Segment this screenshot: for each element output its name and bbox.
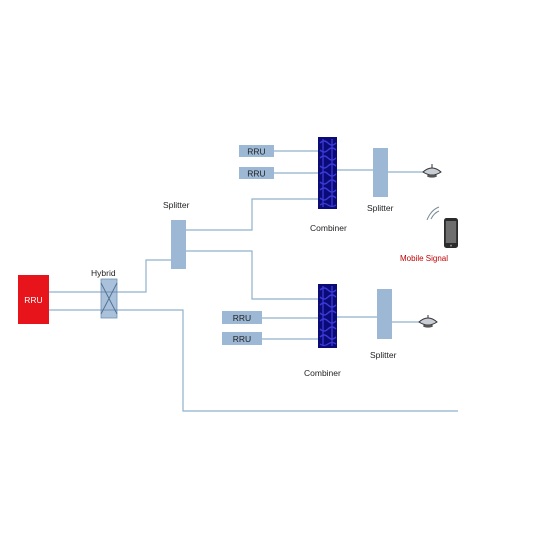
hybrid-label: Hybrid <box>91 268 116 278</box>
combiner-bottom-label: Combiner <box>304 368 341 378</box>
rru-top-2-label: RRU <box>247 169 265 179</box>
rru-bottom-1: RRU <box>222 311 262 324</box>
source-rru: RRU <box>18 275 49 324</box>
splitter-bottom-block <box>377 289 392 339</box>
rru-top-1: RRU <box>239 145 274 157</box>
combiner-icon <box>318 284 337 348</box>
combiner-bottom: Combiner <box>304 284 341 378</box>
wire-hybrid-splitter <box>117 259 171 293</box>
wire-hybrid-bypass <box>117 309 458 412</box>
splitter-top-label: Splitter <box>367 203 394 213</box>
rru-bottom-1-box <box>222 311 262 324</box>
rru-top-1-box <box>239 145 274 157</box>
ceiling-antenna-icon <box>422 164 442 178</box>
splitter-bottom-label: Splitter <box>370 350 397 360</box>
combiner-icon <box>318 137 337 209</box>
rru-top-2: RRU <box>239 167 274 179</box>
rru-bottom-1-label: RRU <box>233 313 251 323</box>
ceiling-antenna-icon <box>418 315 438 328</box>
mobile-phone-icon <box>444 218 458 248</box>
combiner-top-label: Combiner <box>310 223 347 233</box>
wire-splitter-combiner-top <box>186 198 318 231</box>
splitter-top: Splitter <box>367 148 394 213</box>
splitter-main-label: Splitter <box>163 200 190 210</box>
splitter-top-block <box>373 148 388 197</box>
source-rru-label: RRU <box>24 295 42 305</box>
rru-bottom-2-box <box>222 332 262 345</box>
rru-bottom-2: RRU <box>222 332 262 345</box>
rru-top-1-label: RRU <box>247 147 265 157</box>
source-rru-box <box>18 275 49 324</box>
hybrid-coupler-icon <box>100 278 118 319</box>
signal-waves-icon <box>426 206 440 221</box>
wire-splitter-combiner-bottom <box>186 250 318 300</box>
mobile-signal-label: Mobile Signal <box>400 254 448 263</box>
rru-top-2-box <box>239 167 274 179</box>
hybrid: Hybrid <box>91 268 118 319</box>
rru-bottom-2-label: RRU <box>233 334 251 344</box>
splitter-main: Splitter <box>163 200 190 269</box>
splitter-bottom: Splitter <box>370 289 397 360</box>
connection-wires <box>49 150 458 412</box>
splitter-main-block <box>171 220 186 269</box>
combiner-top: Combiner <box>310 137 347 233</box>
